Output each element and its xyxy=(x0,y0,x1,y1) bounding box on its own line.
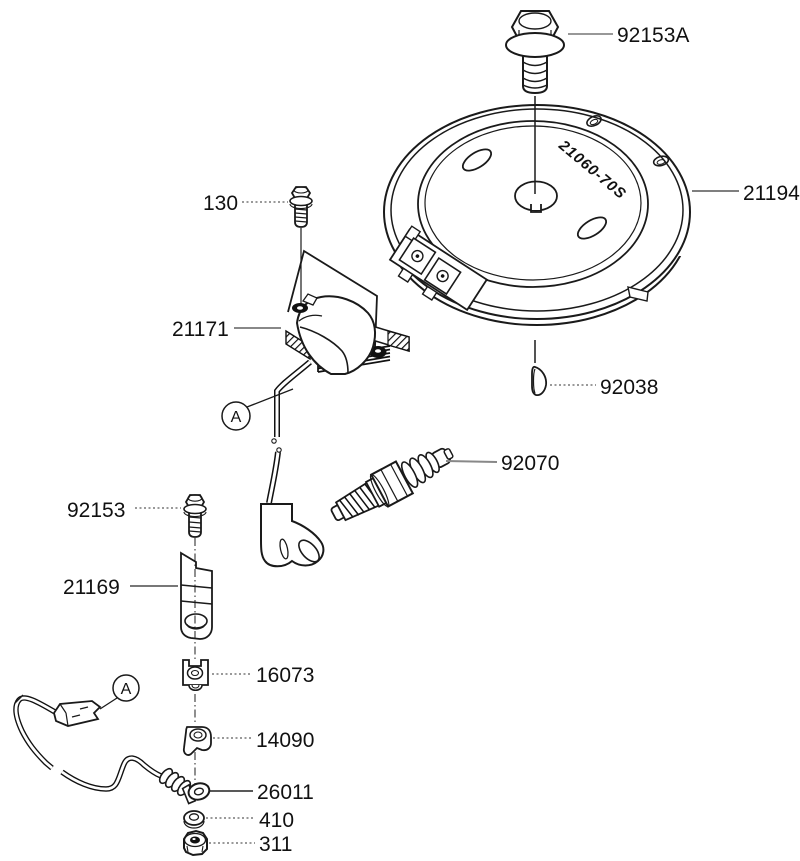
magnet-assembly xyxy=(388,225,489,312)
callout-a-letter: A xyxy=(121,681,132,698)
bracket-21169 xyxy=(180,551,213,640)
stop-switch-lead xyxy=(13,694,192,797)
flange-bolt-92153a xyxy=(505,10,565,95)
leader-lines xyxy=(130,33,739,844)
callout-a-circle xyxy=(112,674,140,702)
lead-connector xyxy=(53,700,102,727)
part-label-21169: 21169 xyxy=(63,576,120,599)
part-label-410: 410 xyxy=(259,809,294,832)
ignition-coil xyxy=(266,249,410,504)
bolt-92153 xyxy=(183,494,207,538)
part-label-14090: 14090 xyxy=(256,729,314,752)
ring-terminal-26011 xyxy=(181,782,211,805)
part-label-92070: 92070 xyxy=(501,452,559,475)
leader-92070 xyxy=(445,460,498,463)
coil-plate xyxy=(287,249,378,348)
woodruff-key xyxy=(531,365,548,397)
callout-a-lead: A xyxy=(99,674,140,710)
clamp-16073 xyxy=(182,659,209,692)
clamp-14090 xyxy=(182,726,212,756)
callout-a-letter: A xyxy=(231,409,242,426)
callout-a-coil: A xyxy=(221,388,294,431)
nut-311 xyxy=(183,829,208,857)
rim-tab xyxy=(627,286,649,302)
bolt-130 xyxy=(289,186,313,228)
part-label-16073: 16073 xyxy=(256,664,314,687)
callout-a-circle xyxy=(221,401,251,431)
part-label-26011: 26011 xyxy=(257,781,314,804)
rim-hole xyxy=(586,115,670,167)
part-label-92038: 92038 xyxy=(600,376,658,399)
lead-spring xyxy=(158,767,192,797)
spark-plug xyxy=(330,447,454,522)
part-label-21171: 21171 xyxy=(172,318,229,341)
part-label-311: 311 xyxy=(259,833,292,856)
part-label-92153a: 92153A xyxy=(617,24,689,47)
part-labels: 92153A 21194 130 21171 92038 92070 92153… xyxy=(63,24,800,856)
part-label-92153: 92153 xyxy=(67,499,125,522)
washer-410 xyxy=(183,810,205,829)
ht-lead xyxy=(266,359,312,504)
part-label-21194: 21194 xyxy=(743,182,800,205)
flywheel: 21060-70S xyxy=(383,104,691,326)
hub-keyway xyxy=(514,180,558,213)
part-label-130: 130 xyxy=(203,192,238,215)
spark-plug-cap xyxy=(260,503,325,568)
